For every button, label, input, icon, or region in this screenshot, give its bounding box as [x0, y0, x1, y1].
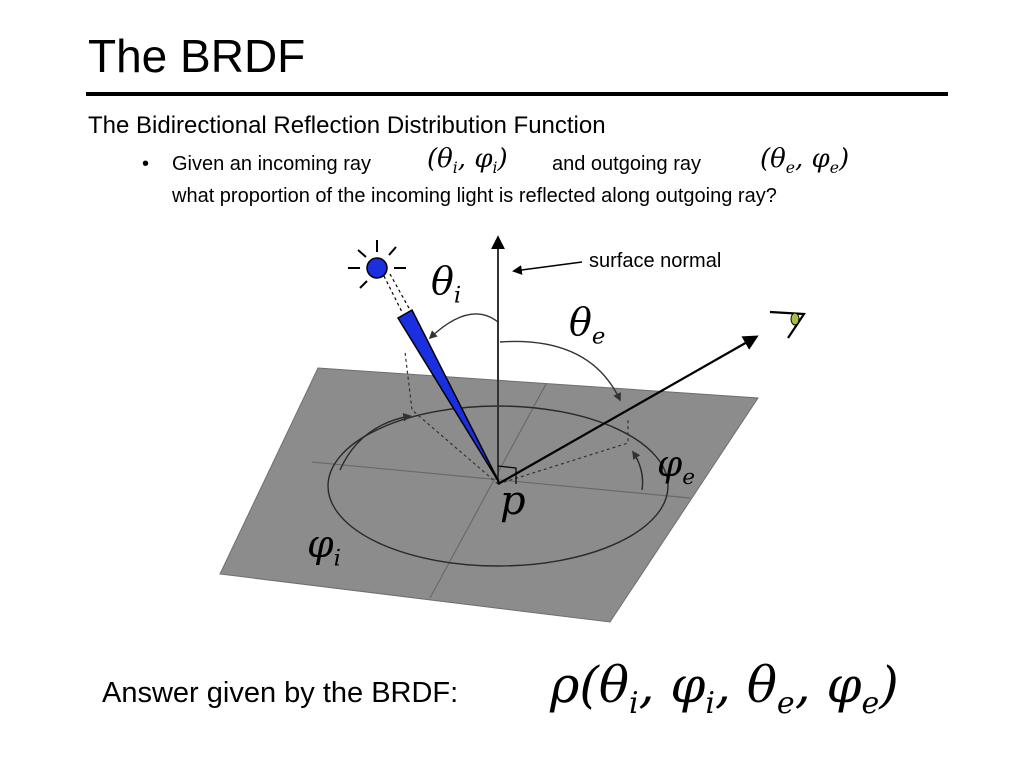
answer-label: Answer given by the BRDF:	[102, 677, 459, 709]
bullet-marker: •	[142, 153, 150, 175]
outgoing-projection-dashed	[497, 420, 629, 485]
theta-e-arc	[499, 340, 621, 402]
eye-icon	[769, 310, 806, 339]
right-angle-marker	[497, 465, 517, 484]
outgoing-ray	[497, 335, 759, 485]
bullet-prefix: Given an incoming ray	[172, 153, 371, 175]
phi-e-arc-arrow	[632, 450, 644, 491]
slide-subtitle: The Bidirectional Reflection Distributio…	[88, 112, 606, 139]
phi-i-arc-arrow	[339, 413, 412, 471]
light-ray-dashed	[383, 275, 403, 313]
brdf-formula: ρ(θi, φi, θe, φe)	[550, 656, 899, 721]
incoming-ray-notation: (θi, φi)	[427, 144, 508, 178]
theta-i-arc	[428, 313, 499, 340]
surface-normal-label: surface normal	[589, 250, 722, 272]
phi-i-label: φi	[307, 522, 341, 572]
surface-normal-pointer	[512, 261, 583, 275]
bullet-middle: and outgoing ray	[552, 153, 702, 175]
outgoing-ray-notation: (θe, φe)	[760, 144, 850, 178]
plane-grid-line	[311, 461, 691, 499]
incoming-ray	[396, 308, 501, 485]
light-ray-dashed	[389, 273, 411, 311]
point-label: p	[500, 478, 526, 524]
phi-e-label: φe	[657, 444, 695, 491]
theta-e-label: θe	[569, 300, 606, 350]
slide-title: The BRDF	[88, 30, 306, 82]
brdf-diagram	[219, 235, 806, 623]
bullet-line-2: what proportion of the incoming light is…	[172, 185, 777, 207]
incoming-projection-dashed	[404, 351, 499, 485]
theta-i-label: θi	[431, 259, 462, 309]
title-underline	[86, 92, 948, 96]
light-source-icon	[348, 240, 406, 289]
